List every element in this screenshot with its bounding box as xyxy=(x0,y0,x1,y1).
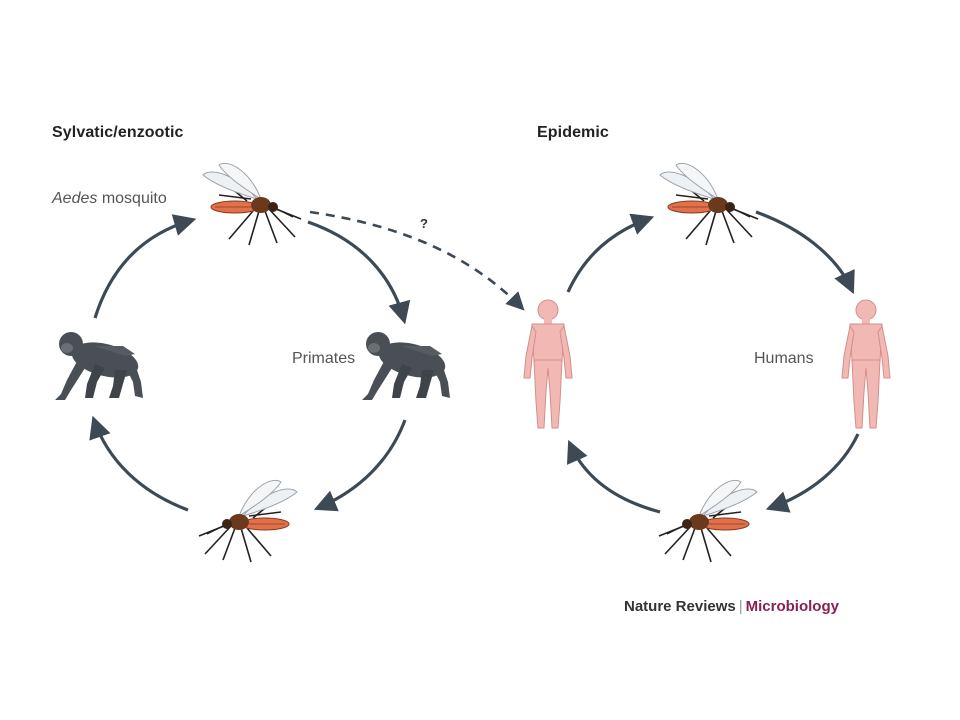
epidemic-arrow-mosquito-to-human-left xyxy=(566,439,661,514)
primate-icon xyxy=(55,332,143,400)
sylvatic-heading: Sylvatic/enzootic xyxy=(52,124,184,141)
epidemic-arrow-human-to-mosquito xyxy=(566,213,655,293)
epidemic-arrow-human-to-mosquito-bottom xyxy=(765,433,860,513)
epidemic-arrow-mosquito-to-human xyxy=(755,210,855,295)
primates-label: Primates xyxy=(292,350,356,367)
mosquito-icon xyxy=(198,479,298,563)
primate-icon xyxy=(362,332,450,400)
mosquito-icon xyxy=(658,479,758,563)
sylvatic-arrow-ape-to-mosquito xyxy=(93,214,197,319)
mosquito-icon xyxy=(202,162,302,246)
credit-separator: | xyxy=(738,598,743,615)
sylvatic-arrow-mosquito-to-primate xyxy=(307,220,411,325)
spillover-dashed-arrow xyxy=(309,210,525,311)
mosquito-icon xyxy=(659,162,759,246)
figure-credit: Nature Reviews|Microbiology xyxy=(624,598,839,615)
vector-label-rest: mosquito xyxy=(97,190,167,207)
spillover-question-mark: ? xyxy=(420,216,428,231)
credit-publisher: Nature Reviews xyxy=(624,598,736,615)
humans-label: Humans xyxy=(754,350,814,367)
vector-label-genus: Aedes xyxy=(52,190,98,207)
epidemic-heading: Epidemic xyxy=(537,124,609,141)
human-icon xyxy=(523,299,573,429)
vector-label: Aedes mosquito xyxy=(52,190,167,208)
sylvatic-arrow-mosquito-to-ape xyxy=(89,415,189,512)
credit-journal: Microbiology xyxy=(745,598,839,615)
sylvatic-arrow-primate-to-mosquito xyxy=(313,419,407,512)
human-icon xyxy=(841,299,891,429)
